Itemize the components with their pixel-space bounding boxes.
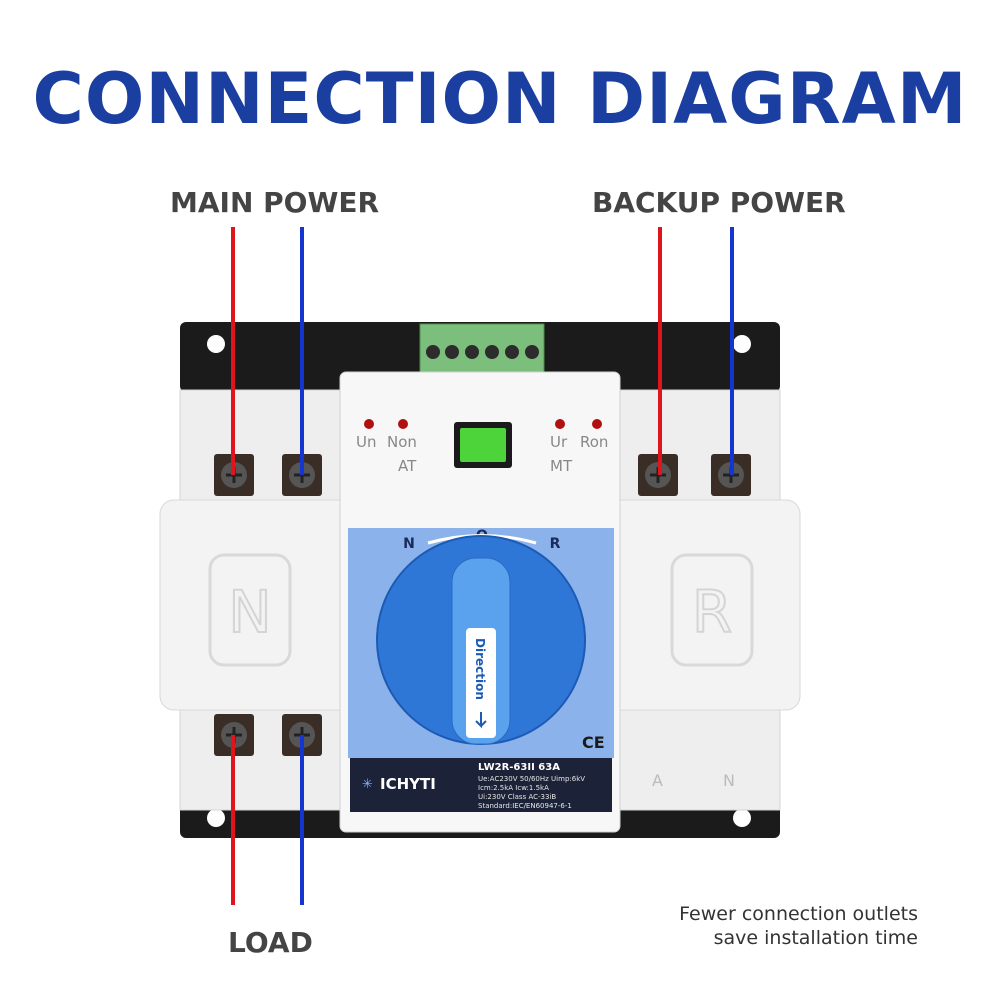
installation-note: Fewer connection outlets save installati…: [679, 902, 918, 950]
mount-hole: [207, 335, 225, 353]
indicator-ron-light: [592, 419, 602, 429]
ce-mark: CE: [582, 733, 605, 752]
direction-arrow-icon: [475, 712, 487, 729]
load-live-wire: [231, 735, 235, 905]
indicator-at-text: AT: [398, 457, 417, 475]
spec-line-4: Standard:IEC/EN60947-6-1: [478, 802, 572, 810]
rocker-face: [460, 428, 506, 462]
main-power-neutral-wire: [300, 227, 304, 475]
indicator-un-text: Un: [356, 433, 377, 451]
indicator-ron-text: Ron: [580, 433, 608, 451]
spec-line-2: Icm:2.5kA Icw:1.5kA: [478, 784, 549, 792]
load-neutral-wire: [300, 735, 304, 905]
indicator-un-light: [364, 419, 374, 429]
n-emboss-mark: N: [228, 578, 271, 646]
handle-direction-text: Direction: [473, 638, 487, 700]
load-label: LOAD: [228, 926, 313, 959]
indicator-ur-light: [555, 419, 565, 429]
brand-name: ICHYTI: [380, 775, 436, 793]
indicator-non-text: Non: [387, 433, 417, 451]
indicator-ur-text: Ur: [550, 433, 568, 451]
dial-label-r: R: [550, 536, 561, 552]
main-power-live-wire: [231, 227, 235, 475]
backup-power-neutral-wire: [730, 227, 734, 475]
control-terminal-block: [419, 323, 545, 375]
page-title: CONNECTION DIAGRAM: [32, 58, 968, 140]
mount-hole: [733, 809, 751, 827]
mount-hole: [207, 809, 225, 827]
terminal-mark-a: A: [652, 771, 663, 790]
r-emboss-mark: R: [692, 578, 732, 646]
dial-label-n: N: [403, 536, 415, 552]
brand-logo-icon: ✳: [362, 777, 373, 792]
note-line-1: Fewer connection outlets: [679, 903, 918, 925]
handle-direction-plate: [466, 628, 496, 738]
spec-line-3: Ui:230V Class AC-33iB: [478, 793, 556, 801]
backup-power-label: BACKUP POWER: [592, 186, 846, 219]
main-power-label: MAIN POWER: [170, 186, 380, 219]
indicator-mt-text: MT: [550, 457, 573, 475]
terminal-mark-n: N: [723, 771, 735, 790]
nameplate: [350, 758, 612, 812]
note-line-2: save installation time: [713, 927, 918, 949]
r-emboss-frame: [670, 553, 754, 667]
indicator-non-light: [398, 419, 408, 429]
backup-power-live-wire: [658, 227, 662, 475]
top-terminals: [214, 454, 751, 496]
mount-hole: [733, 335, 751, 353]
terminal-screws: [426, 345, 539, 359]
model-text: LW2R-63II 63A: [478, 762, 560, 773]
spec-line-1: Ue:AC230V 50/60Hz Uimp:6kV: [478, 775, 585, 783]
n-emboss-frame: [208, 553, 292, 667]
